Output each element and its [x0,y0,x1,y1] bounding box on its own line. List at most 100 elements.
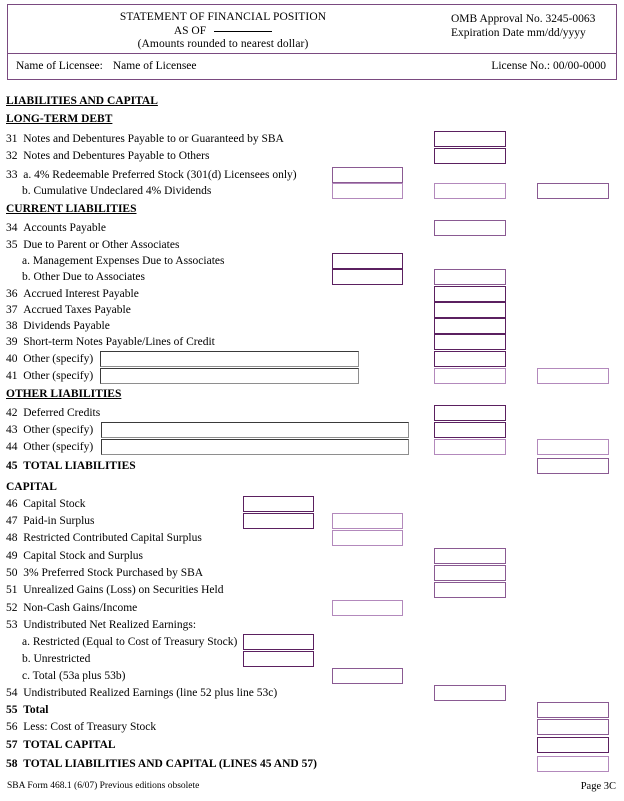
form-title-block: STATEMENT OF FINANCIAL POSITION AS OF (A… [8,5,438,52]
as-of-row: AS OF [8,25,438,39]
line-32-amount-c[interactable] [434,148,506,164]
line-53a-amount-a[interactable] [243,634,314,650]
line-51-amount-c[interactable] [434,582,506,598]
line-41-specify-input[interactable] [100,368,359,384]
line-46-label: 46 Capital Stock [6,498,86,510]
line-53b-amount-a[interactable] [243,651,314,667]
form-header-box: STATEMENT OF FINANCIAL POSITION AS OF (A… [7,4,617,54]
line-33b-amount-c[interactable] [434,183,506,199]
table-row: b. Unrestricted [0,651,624,667]
table-row: 41 Other (specify) [0,368,624,384]
line-33b-amount-d[interactable] [537,183,609,199]
line-33b-amount-b[interactable] [332,183,403,199]
table-row: 54 Undistributed Realized Earnings (line… [0,685,624,701]
line-47-amount-a[interactable] [243,513,314,529]
line-39-label: 39 Short-term Notes Payable/Lines of Cre… [6,336,215,348]
table-row: 33 a. 4% Redeemable Preferred Stock (301… [0,167,624,183]
line-40-amount-c[interactable] [434,351,506,367]
line-53c-label: c. Total (53a plus 53b) [22,670,126,682]
line-41-amount-c[interactable] [434,368,506,384]
line-33b-label: b. Cumulative Undeclared 4% Dividends [22,185,212,197]
line-47-label: 47 Paid-in Surplus [6,515,95,527]
line-46-amount-a[interactable] [243,496,314,512]
table-row: b. Other Due to Associates [0,269,624,285]
table-row: 36 Accrued Interest Payable [0,286,624,302]
line-33a-amount-b[interactable] [332,167,403,183]
section-other-liabilities: OTHER LIABILITIES [6,388,122,400]
line-58-amount-d[interactable] [537,756,609,772]
line-44-specify-input[interactable] [101,439,409,455]
omb-block: OMB Approval No. 3245-0063 Expiration Da… [451,12,595,40]
line-31-amount-c[interactable] [434,131,506,147]
line-39-amount-c[interactable] [434,334,506,350]
line-35b-amount-c[interactable] [434,269,506,285]
table-row: 45 TOTAL LIABILITIES [0,458,624,474]
line-38-label: 38 Dividends Payable [6,320,110,332]
line-43-amount-c[interactable] [434,422,506,438]
line-51-label: 51 Unrealized Gains (Loss) on Securities… [6,584,224,596]
licensee-row: Name of Licensee:Name of Licensee Licens… [7,54,617,80]
table-row: 35 Due to Parent or Other Associates [0,237,624,253]
line-50-amount-c[interactable] [434,565,506,581]
table-row: 39 Short-term Notes Payable/Lines of Cre… [0,334,624,350]
section-long-term-debt: LONG-TERM DEBT [6,113,113,125]
line-48-amount-b[interactable] [332,530,403,546]
line-35a-amount-b[interactable] [332,253,403,269]
table-row: c. Total (53a plus 53b) [0,668,624,684]
line-43-specify-input[interactable] [101,422,409,438]
line-38-amount-c[interactable] [434,318,506,334]
line-35-label: 35 Due to Parent or Other Associates [6,239,180,251]
line-53a-label: a. Restricted (Equal to Cost of Treasury… [22,636,238,648]
line-58-label: 58 TOTAL LIABILITIES AND CAPITAL (LINES … [6,758,317,770]
line-42-label: 42 Deferred Credits [6,407,101,419]
line-42-amount-c[interactable] [434,405,506,421]
table-row: 31 Notes and Debentures Payable to or Gu… [0,131,624,147]
line-37-amount-c[interactable] [434,302,506,318]
line-37-label: 37 Accrued Taxes Payable [6,304,131,316]
line-35b-label: b. Other Due to Associates [22,271,145,283]
line-54-label: 54 Undistributed Realized Earnings (line… [6,687,278,699]
line-53-label: 53 Undistributed Net Realized Earnings: [6,619,197,631]
line-56-label: 56 Less: Cost of Treasury Stock [6,721,157,733]
table-row: b. Cumulative Undeclared 4% Dividends [0,183,624,199]
licensee-value[interactable]: Name of Licensee [112,60,197,72]
line-56-amount-d[interactable] [537,719,609,735]
line-40-label: 40 Other (specify) [6,353,94,365]
table-row: 43 Other (specify) [0,422,624,438]
line-50-label: 50 3% Preferred Stock Purchased by SBA [6,567,204,579]
line-35b-amount-b[interactable] [332,269,403,285]
line-55-amount-d[interactable] [537,702,609,718]
table-row: 40 Other (specify) [0,351,624,367]
line-41-label: 41 Other (specify) [6,370,94,382]
as-of-label: AS OF [173,24,207,37]
form-footer-note: SBA Form 468.1 (6/07) Previous editions … [7,781,200,791]
line-44-amount-c[interactable] [434,439,506,455]
line-40-specify-input[interactable] [100,351,359,367]
line-35a-label: a. Management Expenses Due to Associates [22,255,225,267]
omb-expiration-date: Expiration Date mm/dd/yyyy [451,27,586,39]
line-48-label: 48 Restricted Contributed Capital Surplu… [6,532,202,544]
line-44-amount-d[interactable] [537,439,609,455]
as-of-date-rule[interactable] [214,30,273,32]
line-31-label: 31 Notes and Debentures Payable to or Gu… [6,133,284,145]
license-number[interactable]: License No.: 00/00-0000 [491,60,606,72]
line-45-amount-d[interactable] [537,458,609,474]
line-52-amount-b[interactable] [332,600,403,616]
table-row: 37 Accrued Taxes Payable [0,302,624,318]
table-row: 34 Accounts Payable [0,220,624,236]
line-45-label: 45 TOTAL LIABILITIES [6,460,136,472]
line-54-amount-c[interactable] [434,685,506,701]
line-36-amount-c[interactable] [434,286,506,302]
line-41-amount-d[interactable] [537,368,609,384]
line-34-amount-c[interactable] [434,220,506,236]
line-57-amount-d[interactable] [537,737,609,753]
line-49-amount-c[interactable] [434,548,506,564]
table-row: 38 Dividends Payable [0,318,624,334]
line-34-label: 34 Accounts Payable [6,222,106,234]
line-53c-amount-b[interactable] [332,668,403,684]
section-capital: CAPITAL [6,481,57,493]
line-32-label: 32 Notes and Debentures Payable to Other… [6,150,210,162]
line-49-label: 49 Capital Stock and Surplus [6,550,144,562]
line-47-amount-b[interactable] [332,513,403,529]
